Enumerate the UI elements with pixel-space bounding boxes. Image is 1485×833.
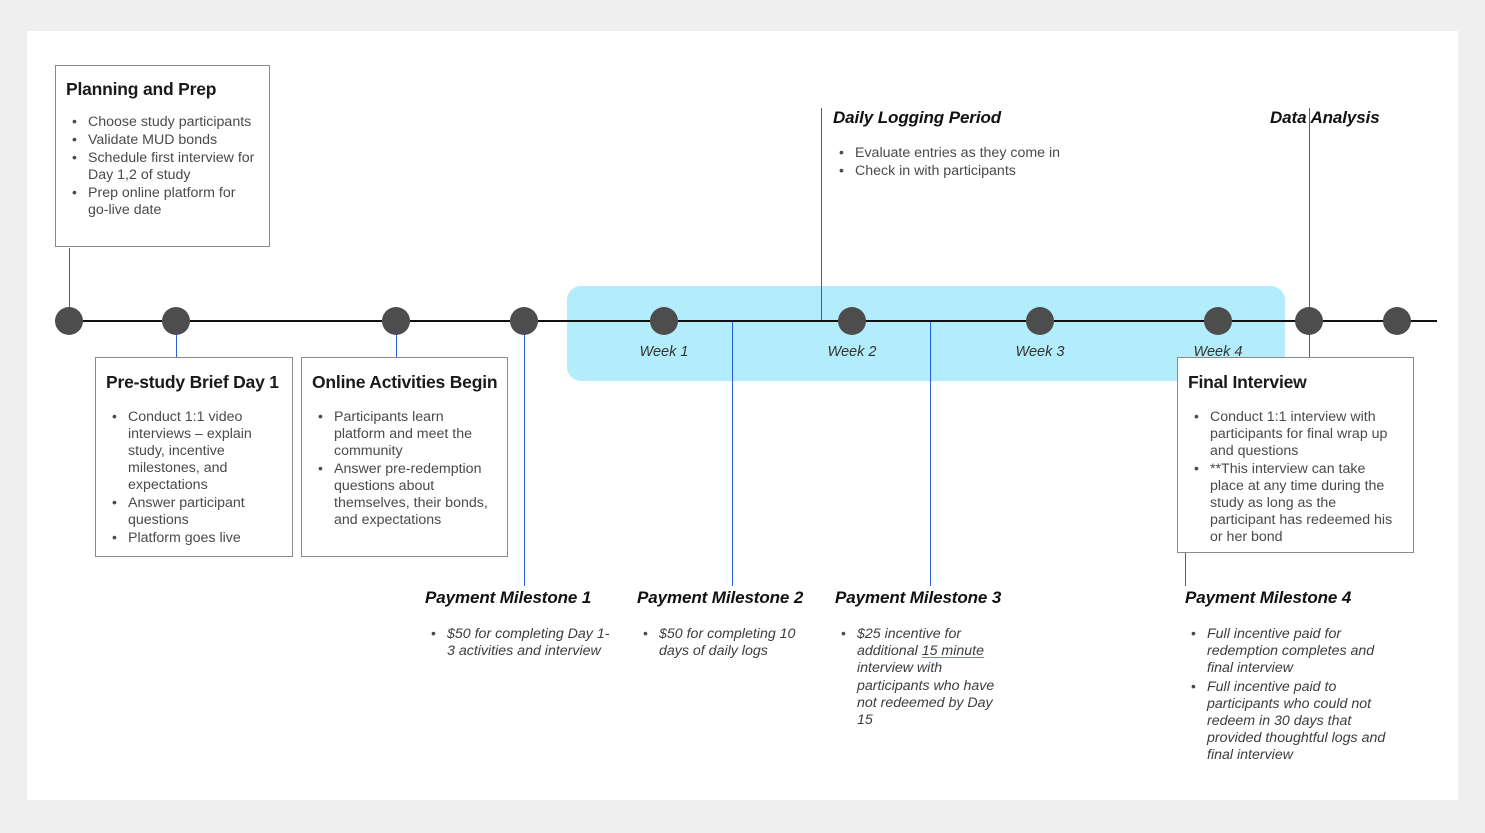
week-label-1: Week 1 <box>639 344 689 360</box>
section-bullet-list: $50 for completing Day 1-3 activities an… <box>425 625 610 660</box>
section-payment-milestone-4: Payment Milestone 4 Full incentive paid … <box>1185 588 1400 766</box>
list-item: Validate MUD bonds <box>66 131 257 149</box>
list-item: Evaluate entries as they come in <box>833 144 1123 162</box>
section-daily-logging-period: Daily Logging Period Evaluate entries as… <box>833 108 1123 181</box>
card-online-activities-begin[interactable]: Online Activities Begin Participants lea… <box>301 357 508 557</box>
list-item: Choose study participants <box>66 113 257 131</box>
list-item: Full incentive paid for redemption compl… <box>1185 625 1400 678</box>
timeline-dot-10[interactable] <box>1383 307 1411 335</box>
section-bullet-list: $25 incentive for additional 15 minute i… <box>835 625 1005 729</box>
list-item: **This interview can take place at any t… <box>1188 460 1403 546</box>
daily-logging-band <box>567 286 1285 381</box>
connector-milestone-3 <box>930 320 931 586</box>
section-title: Payment Milestone 4 <box>1185 588 1352 607</box>
list-item: Conduct 1:1 interview with participants … <box>1188 408 1403 460</box>
timeline-dot-1[interactable] <box>55 307 83 335</box>
section-data-analysis: Data Analysis <box>1270 108 1450 128</box>
week-label-2: Week 2 <box>827 344 877 360</box>
list-item: Platform goes live <box>106 529 282 547</box>
milestone-3-pre: $25 incentive for additional <box>857 626 962 660</box>
list-item: Schedule first interview for Day 1,2 of … <box>66 149 257 184</box>
list-item: $50 for completing 10 days of daily logs <box>637 625 822 660</box>
card-pre-study-brief[interactable]: Pre-study Brief Day 1 Conduct 1:1 video … <box>95 357 293 557</box>
connector-data-analysis <box>1309 108 1310 321</box>
section-payment-milestone-2: Payment Milestone 2 $50 for completing 1… <box>637 588 822 661</box>
card-planning-and-prep[interactable]: Planning and Prep Choose study participa… <box>55 65 270 247</box>
connector-daily-logging <box>821 108 822 321</box>
card-title: Online Activities Begin <box>312 372 498 392</box>
card-title: Final Interview <box>1188 372 1307 392</box>
section-title: Daily Logging Period <box>833 108 1002 127</box>
list-item: $25 incentive for additional 15 minute i… <box>835 625 1005 729</box>
section-bullet-list: Evaluate entries as they come in Check i… <box>833 144 1123 180</box>
section-title: Payment Milestone 3 <box>835 588 1002 607</box>
connector-pre-study <box>176 320 177 388</box>
timeline-dot-4[interactable] <box>510 307 538 335</box>
timeline-axis <box>55 320 1437 322</box>
section-title: Payment Milestone 1 <box>425 588 592 607</box>
list-item: Participants learn platform and meet the… <box>312 408 497 460</box>
card-bullet-list: Participants learn platform and meet the… <box>312 408 497 529</box>
section-bullet-list: $50 for completing 10 days of daily logs <box>637 625 822 660</box>
timeline-dot-3[interactable] <box>382 307 410 335</box>
timeline-dot-2[interactable] <box>162 307 190 335</box>
section-title: Payment Milestone 2 <box>637 588 804 607</box>
connector-milestone-4 <box>1185 552 1186 586</box>
card-title: Pre-study Brief Day 1 <box>106 372 279 392</box>
connector-online-activities <box>396 320 397 388</box>
week-label-4: Week 4 <box>1193 344 1243 360</box>
connector-final-interview <box>1309 320 1310 388</box>
list-item: Check in with participants <box>833 162 1123 180</box>
week-label-3: Week 3 <box>1015 344 1065 360</box>
connector-planning <box>69 248 70 321</box>
diagram-canvas: Week 1 Week 2 Week 3 Week 4 Planning and… <box>27 31 1458 800</box>
timeline-dot-week-2[interactable] <box>838 307 866 335</box>
milestone-3-link[interactable]: 15 minute <box>921 643 984 660</box>
card-bullet-list: Conduct 1:1 video interviews – explain s… <box>106 408 282 547</box>
card-title: Planning and Prep <box>66 79 217 99</box>
timeline-dot-9[interactable] <box>1295 307 1323 335</box>
section-payment-milestone-3: Payment Milestone 3 $25 incentive for ad… <box>835 588 1005 730</box>
timeline-dot-week-4[interactable] <box>1204 307 1232 335</box>
connector-milestone-1 <box>524 320 525 586</box>
section-title: Data Analysis <box>1270 108 1380 127</box>
section-payment-milestone-1: Payment Milestone 1 $50 for completing D… <box>425 588 610 661</box>
card-bullet-list: Choose study participants Validate MUD b… <box>66 113 257 219</box>
list-item: Conduct 1:1 video interviews – explain s… <box>106 408 282 494</box>
timeline-dot-week-1[interactable] <box>650 307 678 335</box>
list-item: Answer pre-redemption questions about th… <box>312 460 497 529</box>
connector-milestone-2 <box>732 320 733 586</box>
milestone-3-post: interview with participants who have not… <box>857 660 995 729</box>
section-bullet-list: Full incentive paid for redemption compl… <box>1185 625 1400 765</box>
list-item: Answer participant questions <box>106 494 282 529</box>
list-item: $50 for completing Day 1-3 activities an… <box>425 625 610 660</box>
timeline-dot-week-3[interactable] <box>1026 307 1054 335</box>
list-item: Full incentive paid to participants who … <box>1185 678 1400 765</box>
list-item: Prep online platform for go-live date <box>66 184 257 219</box>
card-final-interview[interactable]: Final Interview Conduct 1:1 interview wi… <box>1177 357 1414 553</box>
card-bullet-list: Conduct 1:1 interview with participants … <box>1188 408 1403 546</box>
